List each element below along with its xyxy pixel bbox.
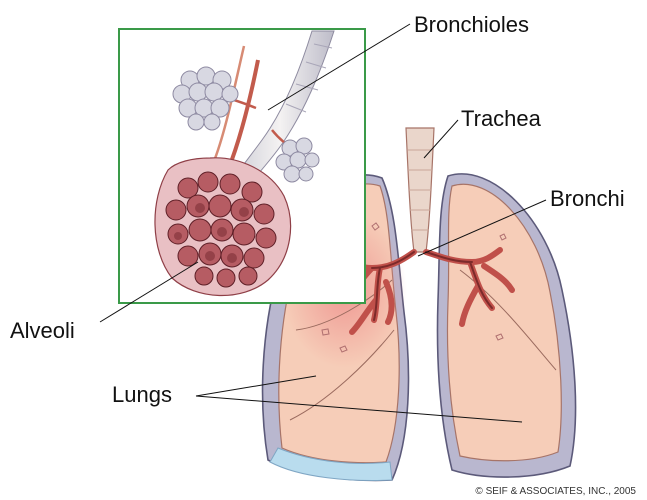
label-bronchioles: Bronchioles	[414, 12, 529, 37]
alveoli-cluster	[155, 158, 291, 296]
label-alveoli: Alveoli	[10, 318, 75, 343]
alveoli-inset	[119, 29, 365, 303]
label-lungs: Lungs	[112, 382, 172, 407]
label-bronchi: Bronchi	[550, 186, 625, 211]
copyright-notice: © SEIF & ASSOCIATES, INC., 2005	[475, 486, 636, 497]
label-trachea: Trachea	[461, 106, 542, 131]
